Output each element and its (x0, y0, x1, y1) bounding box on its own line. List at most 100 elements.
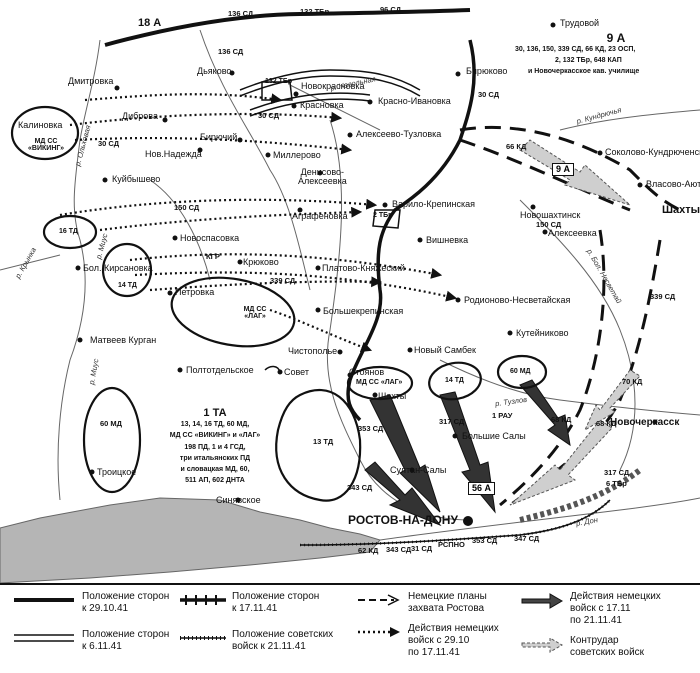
front-29-10 (104, 8, 471, 47)
river-nagolnaya (289, 84, 381, 131)
legend-symbol-29-10 (14, 598, 74, 602)
place-varilo: Варило-Крепинская (392, 199, 476, 209)
army-1ta-l1: 13, 14, 16 ТД, 60 МД, (180, 421, 250, 428)
unit-339sd-b: 339 СД (650, 292, 676, 301)
map-legend: Положение сторон к 29.10.41 Положение ст… (0, 583, 700, 673)
place-shakhty: Шахты (662, 204, 700, 216)
place-kuteinikovo: Кутейниково (516, 328, 569, 338)
unit-150sd-a: 150 СД (174, 203, 200, 212)
place-krasnovka: Красновка (300, 100, 344, 110)
place-denisovo: Денисово- Алексеевка (298, 167, 347, 186)
unit-6tbr: 6 ТБр (606, 479, 627, 488)
place-platovo: Платово-Княжеский (322, 263, 405, 273)
unit-317sd-a: 317 СД (439, 417, 465, 426)
place-biryuchiy: Бирючий (200, 132, 238, 142)
unit-2tbr: 2 ТБр (373, 212, 393, 219)
unit-150sd-b: 150 СД (536, 220, 562, 229)
german-dotted-arrows (59, 93, 458, 353)
german-attack-arrows (364, 379, 571, 527)
unit-353sd-b: 353 СД (472, 536, 498, 545)
front-6-11 (239, 69, 421, 117)
place-novoshakhtinsk: Новошахтинск (520, 210, 581, 220)
river-nesvetay (519, 199, 636, 471)
unit-132tbr-top: 132 ТБр (300, 7, 330, 16)
unit-62kd: 62 КД (358, 546, 379, 555)
place-petrovka: Петровка (175, 287, 215, 297)
place-millerovo: Миллерово (273, 150, 321, 160)
place-sultan-saly: Султан-Салы (390, 465, 447, 475)
unit-136sd-mid: 136 СД (218, 47, 244, 56)
legend-label-german-29-10: Действия немецких войск с 29.10 по 17.11… (408, 623, 499, 658)
unit-13td: 13 ТД (313, 437, 334, 446)
place-sinyavskoe: Синявское (216, 495, 261, 505)
river-bend (149, 179, 211, 281)
unit-66kd: 66 КД (506, 142, 527, 151)
army-56a-box: 56 А (468, 482, 496, 495)
place-rodionovo: Родионово-Несветайская (464, 295, 571, 305)
unit-68kd-b: 68 КД (596, 419, 617, 428)
unit-lag2: МД СС «ЛАГ» (356, 379, 403, 386)
place-bolshekrepinskaya: Большекрепинская (323, 306, 404, 316)
small-rings (261, 81, 401, 373)
place-bol-kirsanovka: Бол. Кирсановка (83, 263, 153, 273)
unit-136sd-top: 136 СД (228, 9, 254, 18)
place-kuibyshevo: Куйбышево (112, 174, 161, 184)
legend-symbol-17-11 (180, 595, 226, 605)
place-sokolovo: Соколово-Кундрюченский (605, 147, 700, 157)
place-poltotdelskoe: Полтотдельское (186, 365, 254, 375)
place-shakhi: Шахты (378, 391, 407, 401)
place-dibrovka: Диброва (122, 111, 158, 121)
place-krasno-ivanovka: Красно-Ивановка (378, 96, 451, 106)
place-biryukovo: Бирюково (466, 66, 508, 76)
unit-68kd-a: 68 КД (551, 415, 572, 424)
unit-18a: 18 А (138, 17, 162, 29)
unit-31sd: 31 СД (411, 544, 433, 553)
unit-132tbr-box: 132 ТБр (265, 78, 293, 85)
place-novospasovka: Новоспасовка (180, 233, 240, 243)
river-kundryuchya (559, 109, 700, 131)
place-alekseevka: Алексеевка (548, 228, 597, 238)
army-1ta-l6: 511 АП, 602 ДНТА (185, 477, 245, 484)
unit-14td-a: 14 ТД (118, 282, 137, 289)
unit-rpno: РСПНО (438, 540, 465, 549)
unit-viking-kalinovka: МД СС «ВИКИНГ» (28, 138, 64, 152)
unit-70kd: 70 КД (622, 377, 643, 386)
army-1ta-l3: 198 ПД, 1 и 4 ГСД, (184, 444, 246, 451)
place-vishnevka: Вишневка (426, 235, 469, 245)
place-novy-sambek: Новый Самбек (414, 345, 476, 355)
legend-label-6-11: Положение сторон к 6.11.41 (82, 629, 170, 652)
place-novokrasnovka: Новокрасновка (301, 81, 365, 91)
legend-label-17-11: Положение сторон к 17.11.41 (232, 591, 320, 614)
soviet-counterstrike (509, 139, 641, 506)
army-9a-line1: 30, 136, 150, 339 СД, 66 КД, 23 ОСП, (515, 46, 636, 53)
legend-symbol-plans (358, 594, 400, 606)
army-9a-line3: и Новочеркасское кав. училище (528, 68, 640, 75)
place-alekseevo-tuzlovka: Алексеево-Тузловка (356, 129, 442, 139)
place-matveev-kurgan: Матвеев Курган (90, 335, 157, 345)
place-bolshie-saly: Большие Салы (462, 431, 526, 441)
map-drawing (0, 8, 700, 583)
legend-label-german-17-11: Действия немецких войск с 17.11 по 21.11… (570, 591, 661, 626)
unit-16td: 16 ТД (59, 228, 78, 235)
army-1ta-l2: МД СС «ВИКИНГ» и «ЛАГ» (169, 432, 261, 439)
place-novocherkassk: Новочеркасск (610, 417, 680, 428)
legend-symbol-dotted (358, 627, 400, 637)
formation-ovals (10, 105, 548, 502)
place-dmitrovka: Дмитровка (68, 76, 114, 86)
river-tuzlov (326, 119, 471, 521)
unit-96sd-top: 96 СД (380, 5, 402, 14)
unit-14td-b: 14 ТД (445, 377, 464, 384)
legend-symbol-thick-arrow (521, 593, 563, 609)
unit-60md-a: 60 МД (100, 419, 123, 428)
unit-317sd-b: 317 СД (604, 468, 630, 477)
unit-343sd-b: 343 СД (386, 545, 412, 554)
legend-label-counterstrike: Контрудар советских войск (570, 635, 645, 658)
battle-map: Трудовой Дьяково Новокрасновка Красновка… (0, 5, 700, 583)
army-1ta-l5: и словацкая МД, 60, (180, 466, 250, 473)
rostov-city-dot (463, 516, 473, 526)
place-kryukovo: Крюково (243, 257, 279, 267)
settlement-dots (75, 22, 658, 503)
unit-1rau: 1 РАУ (492, 411, 513, 420)
river-tuzlov-mid (439, 359, 700, 416)
river-don (379, 497, 700, 541)
